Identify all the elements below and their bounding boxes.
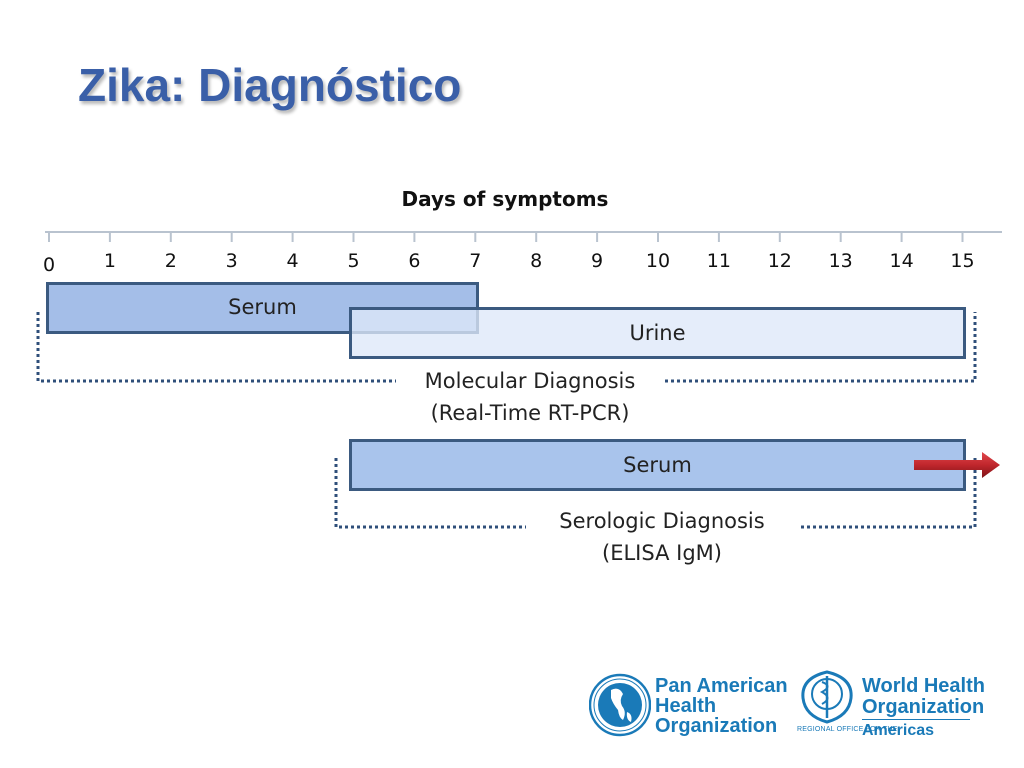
timeline-tick-label: 4 (286, 250, 299, 272)
timeline-axis (45, 231, 1002, 242)
timeline-tick-label: 13 (828, 250, 853, 272)
timeline-tick-label: 11 (706, 250, 731, 272)
who-logo-divider (862, 719, 970, 720)
slide-title: Zika: Diagnóstico (78, 59, 462, 111)
who-logo-line2: Organization (862, 696, 985, 718)
who-logo-text: World Health Organization (862, 676, 985, 718)
bar-urine: Urine (349, 307, 966, 359)
group-label-line2: (ELISA IgM) (602, 541, 722, 565)
timeline-tick-label: 1 (103, 250, 116, 272)
timeline-axis-title: Days of symptoms (401, 187, 609, 211)
group-label-line1: Molecular Diagnosis (424, 369, 636, 393)
group-label-line2: (Real-Time RT-PCR) (430, 401, 630, 425)
paho-logo-line2: Health (655, 695, 717, 717)
timeline-tick-label: 15 (950, 250, 975, 272)
bar-label: Serum (623, 453, 692, 477)
paho-globe-emblem-icon (589, 673, 651, 737)
timeline-tick-label: 3 (225, 250, 238, 272)
timeline-tick-label: 8 (530, 250, 543, 272)
timeline-tick-label: 7 (469, 250, 482, 272)
timeline-tick-label: 0 (42, 254, 56, 276)
timeline-tick-label: 2 (164, 250, 177, 272)
who-logo-subtitle: REGIONAL OFFICE FOR THE (797, 726, 898, 733)
timeline-tick-label: 14 (889, 250, 914, 272)
group-label-serologic: Serologic Diagnosis (ELISA IgM) (526, 505, 798, 569)
paho-logo-line1: Pan American (655, 675, 788, 697)
group-label-line1: Serologic Diagnosis (559, 509, 765, 533)
bar-serum-serologic: Serum (349, 439, 966, 491)
timeline-tick-label: 5 (347, 250, 360, 272)
group-label-molecular: Molecular Diagnosis (Real-Time RT-PCR) (396, 365, 664, 429)
paho-logo-text: Pan American Health Organization (655, 676, 788, 736)
timeline-tick-label: 9 (591, 250, 604, 272)
timeline-tick-label: 6 (408, 250, 421, 272)
bar-label: Serum (228, 295, 297, 319)
who-emblem-icon (801, 670, 853, 724)
paho-logo-line3: Organization (655, 715, 778, 737)
who-logo-region: Americas (862, 722, 935, 739)
bar-label: Urine (629, 321, 686, 345)
who-logo-line1: World Health (862, 675, 985, 697)
timeline-tick-label: 10 (645, 250, 671, 272)
continuation-arrow-icon (914, 452, 1000, 478)
timeline-tick-label: 12 (767, 250, 792, 272)
